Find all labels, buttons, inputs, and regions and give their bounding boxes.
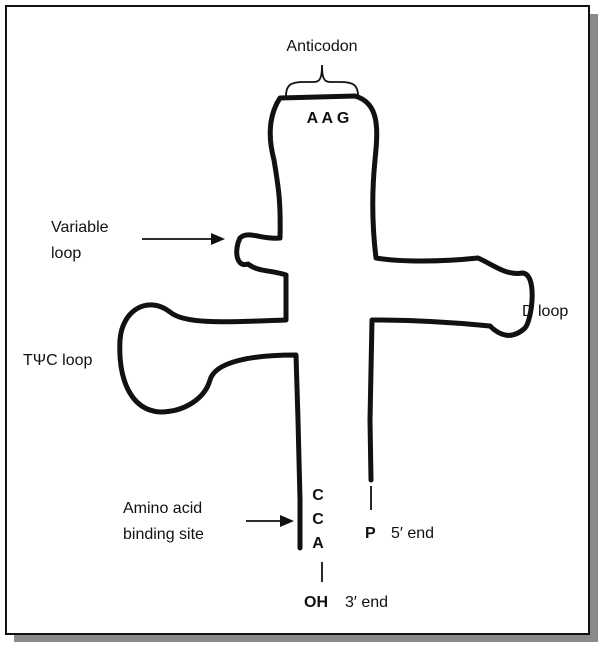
d-loop-label: D loop (522, 303, 568, 320)
tpsic-loop-label: TΨC loop (23, 352, 92, 369)
oh-label: OH (304, 594, 328, 611)
variable-loop-label-line2: loop (51, 245, 81, 262)
three-end-label: 3′ end (345, 594, 388, 611)
cca-c2: C (312, 511, 324, 528)
five-end-label: 5′ end (391, 525, 434, 542)
anticodon-brace (285, 64, 359, 97)
variable-loop-label-line1: Variable (51, 219, 109, 236)
anticodon-bases: A A G (307, 110, 350, 127)
p-label: P (365, 525, 376, 542)
trna-backbone (117, 93, 535, 551)
cca-c1: C (312, 487, 324, 504)
variable-loop-arrowhead (211, 233, 225, 245)
amino-acid-arrowhead (280, 515, 294, 527)
cca-a: A (312, 535, 324, 552)
anticodon-label: Anticodon (286, 38, 357, 55)
amino-acid-label-line2: binding site (123, 526, 204, 543)
amino-acid-label-line1: Amino acid (123, 500, 202, 517)
